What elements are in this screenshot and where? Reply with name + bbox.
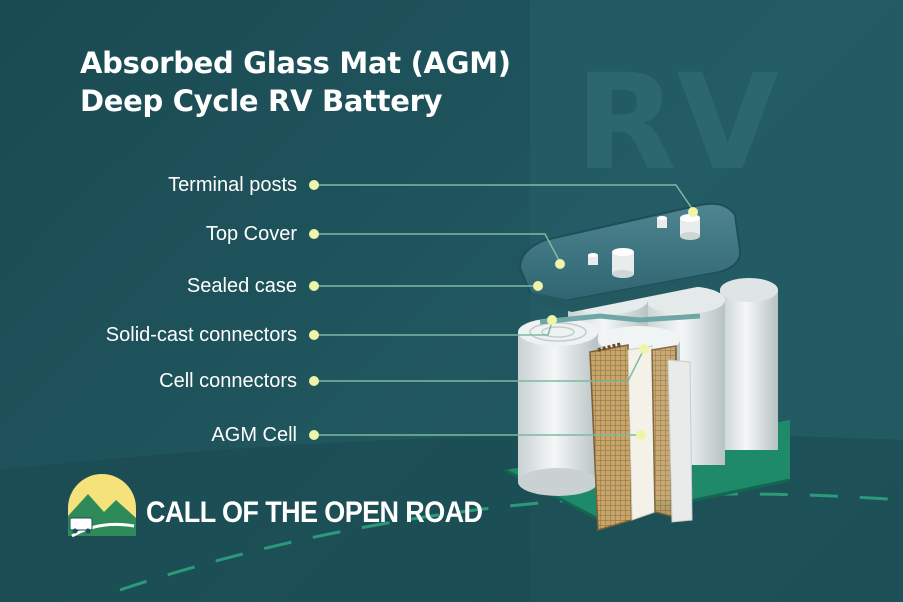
title-line-1: Absorbed Glass Mat (AGM): [80, 46, 511, 80]
agm-plates: [589, 342, 693, 531]
label-cell-connectors: Cell connectors: [159, 370, 297, 392]
label-terminal-posts: Terminal posts: [168, 174, 297, 196]
terminal-posts: [588, 214, 700, 278]
label-sealed-case: Sealed case: [186, 275, 297, 297]
label-top-cover: Top Cover: [205, 223, 297, 245]
connector-strip: [539, 313, 701, 325]
rv-watermark: RV: [575, 46, 779, 200]
leader-top-cover: [314, 233, 561, 263]
leader-cell-connectors: [314, 348, 645, 382]
leader-solid-cast-connectors: [314, 321, 553, 336]
front-left-cell: [518, 318, 598, 496]
label-solid-cast-connectors: Solid-cast connectors: [105, 324, 297, 346]
marker-dots: [309, 180, 698, 440]
leader-terminal-posts: [314, 184, 694, 211]
label-agm-cell: AGM Cell: [211, 424, 297, 446]
page-title: Absorbed Glass Mat (AGM) Deep Cycle RV B…: [80, 44, 511, 120]
leader-lines: [314, 184, 694, 436]
brand-name: CALL OF THE OPEN ROAD: [146, 496, 483, 529]
title-line-2: Deep Cycle RV Battery: [80, 84, 443, 118]
mountain-road-rv-icon: [68, 474, 136, 538]
road-dash-line: [119, 492, 903, 592]
